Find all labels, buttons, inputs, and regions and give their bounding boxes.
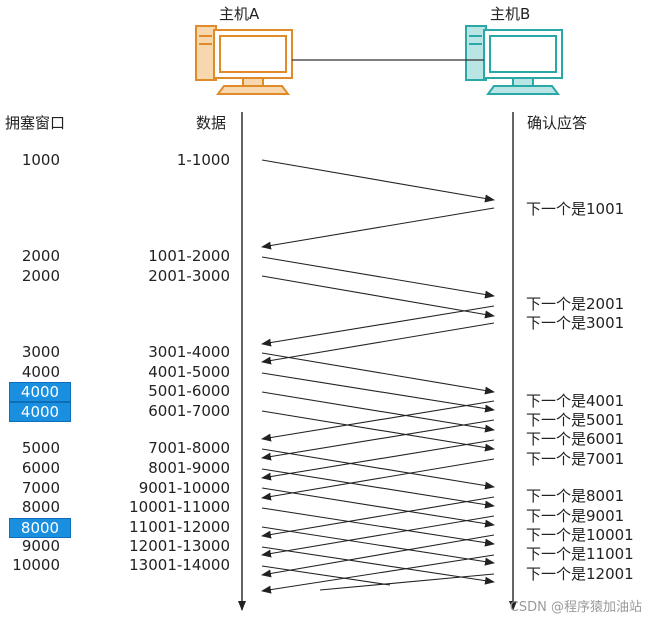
window-value: 4000 xyxy=(21,363,60,381)
data-segment-arrow xyxy=(261,448,495,490)
data-range: 7001-8000 xyxy=(148,439,230,457)
data-range: 1-1000 xyxy=(176,151,230,169)
ack-header: 确认应答 xyxy=(527,114,588,132)
ack-arrow xyxy=(261,439,495,481)
ack-label: 下一个是7001 xyxy=(526,450,625,468)
window-value: 7000 xyxy=(21,479,60,497)
ack-label: 下一个是4001 xyxy=(526,392,625,410)
data-segment-arrow xyxy=(261,352,495,395)
data-range: 13001-14000 xyxy=(129,556,230,574)
watermark: CSDN @程序猿加油站 xyxy=(509,600,642,615)
host-b-computer-icon xyxy=(465,25,563,95)
ack-arrow xyxy=(261,305,495,347)
ack-arrow xyxy=(261,534,495,578)
window-value: 1000 xyxy=(21,151,60,169)
data-header: 数据 xyxy=(196,114,227,132)
ack-label: 下一个是10001 xyxy=(526,526,634,544)
ack-label: 下一个是6001 xyxy=(526,430,625,448)
data-segment-arrow xyxy=(261,526,495,566)
ack-label: 下一个是9001 xyxy=(526,507,625,525)
data-range: 1001-2000 xyxy=(148,247,230,265)
host-b-label: 主机B xyxy=(490,5,531,23)
window-value: 8000 xyxy=(9,518,71,538)
data-range: 4001-5000 xyxy=(148,363,230,381)
ack-label: 下一个是1001 xyxy=(526,200,625,218)
ack-arrow xyxy=(261,515,495,558)
window-value: 4000 xyxy=(9,402,71,422)
data-segment-arrow xyxy=(261,256,495,299)
ack-label: 下一个是8001 xyxy=(526,487,625,505)
window-value: 3000 xyxy=(21,343,60,361)
data-range: 10001-11000 xyxy=(129,498,230,516)
data-range: 9001-10000 xyxy=(138,479,230,497)
ack-arrow xyxy=(261,496,495,539)
data-segment-arrow xyxy=(261,372,495,413)
ack-arrow xyxy=(261,554,495,594)
window-value: 6000 xyxy=(21,459,60,477)
data-range: 8001-9000 xyxy=(148,459,230,477)
data-segment-arrow xyxy=(261,487,495,528)
ack-arrow xyxy=(261,400,495,442)
ack-arrow xyxy=(319,573,495,591)
data-range: 3001-4000 xyxy=(148,343,230,361)
ack-arrow xyxy=(261,458,495,501)
data-range: 5001-6000 xyxy=(148,382,230,400)
data-segment-arrow xyxy=(261,546,495,585)
window-value: 9000 xyxy=(21,537,60,555)
window-value: 8000 xyxy=(21,498,60,516)
host-a-computer-icon xyxy=(195,25,293,95)
window-value: 10000 xyxy=(12,556,60,574)
data-segment-arrow xyxy=(261,468,495,509)
ack-arrow xyxy=(261,419,495,461)
ack-label: 下一个是2001 xyxy=(526,295,625,313)
data-range: 11001-12000 xyxy=(129,518,230,536)
data-segment-arrow xyxy=(261,565,391,586)
host-a-label: 主机A xyxy=(219,5,260,23)
ack-arrow xyxy=(261,322,495,365)
data-range: 2001-3000 xyxy=(148,267,230,285)
ack-label: 下一个是11001 xyxy=(526,545,634,563)
data-segment-arrow xyxy=(261,391,495,433)
data-segment-arrow xyxy=(261,275,495,319)
data-range: 12001-13000 xyxy=(129,537,230,555)
ack-label: 下一个是5001 xyxy=(526,411,625,429)
ack-label: 下一个是3001 xyxy=(526,314,625,332)
data-segment-arrow xyxy=(261,159,495,203)
data-segment-arrow xyxy=(261,410,495,452)
window-value: 2000 xyxy=(21,267,60,285)
congestion-window-header: 拥塞窗口 xyxy=(5,114,66,132)
window-value: 4000 xyxy=(9,382,71,402)
data-range: 6001-7000 xyxy=(148,402,230,420)
ack-arrow xyxy=(261,207,495,250)
window-value: 5000 xyxy=(21,439,60,457)
data-segment-arrow xyxy=(261,507,495,547)
ack-label: 下一个是12001 xyxy=(526,565,634,583)
window-value: 2000 xyxy=(21,247,60,265)
